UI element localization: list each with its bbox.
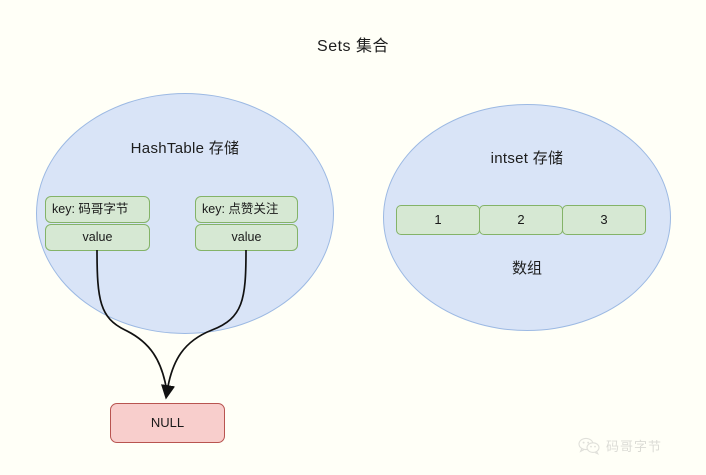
page-title: Sets 集合 (317, 38, 389, 55)
null-node: NULL (110, 403, 225, 443)
wechat-icon (578, 437, 600, 455)
entry-value-label: value (45, 224, 150, 251)
hashtable-entry-2: key: 点赞关注 value (195, 196, 298, 251)
entry-key-label: key: 点赞关注 (195, 196, 298, 223)
entry-value-label: value (195, 224, 298, 251)
intset-array: 1 2 3 (396, 205, 646, 235)
intset-array-label: 数组 (511, 260, 542, 277)
array-cell: 2 (479, 205, 563, 235)
array-cell: 3 (562, 205, 646, 235)
watermark-text: 码哥字节 (606, 439, 663, 454)
intset-title: intset 存储 (490, 150, 564, 167)
entry-key-label: key: 码哥字节 (45, 196, 150, 223)
hashtable-title: HashTable 存储 (130, 140, 240, 157)
watermark: 码哥字节 (578, 436, 662, 455)
hashtable-entry-1: key: 码哥字节 value (45, 196, 150, 251)
array-cell: 1 (396, 205, 480, 235)
